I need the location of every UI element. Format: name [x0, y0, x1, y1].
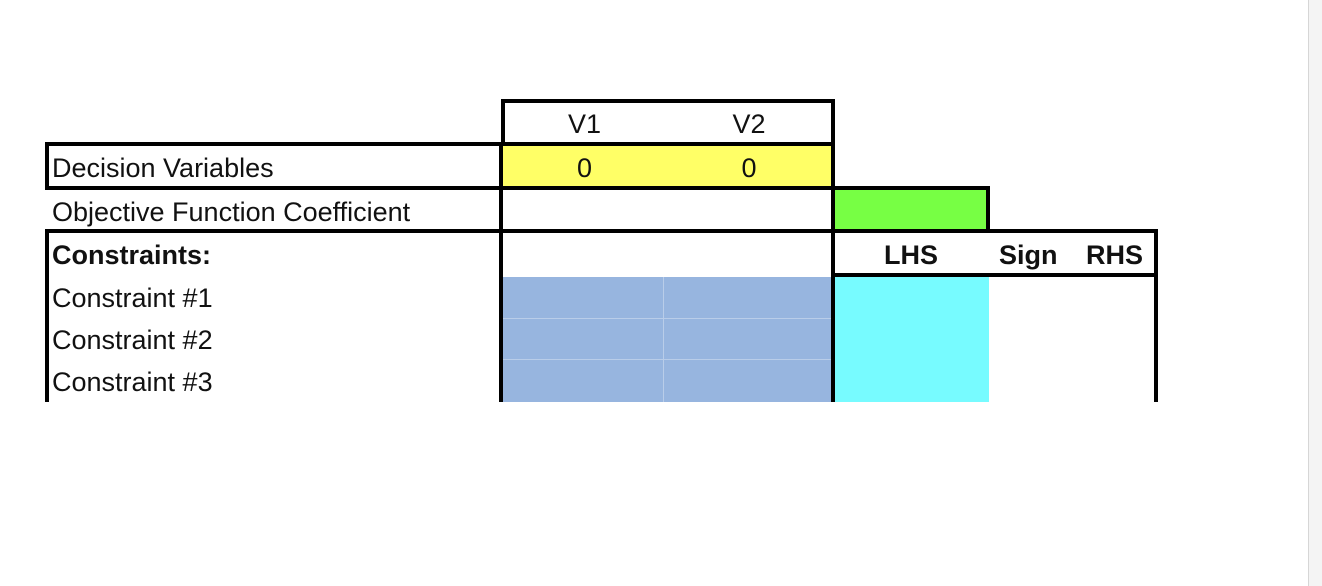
border [45, 142, 49, 190]
border [831, 99, 835, 146]
constraint-3-label[interactable]: Constraint #3 [52, 366, 213, 397]
objective-function-label[interactable]: Objective Function Coefficient [52, 196, 411, 227]
column-header-v1[interactable]: V1 [567, 108, 602, 139]
objective-value-fill [835, 189, 987, 229]
decision-value-v1[interactable]: 0 [576, 152, 593, 183]
border [45, 229, 1158, 233]
decision-v2-fill [666, 146, 832, 186]
vertical-scrollbar[interactable] [1308, 0, 1322, 586]
constraint-1-label[interactable]: Constraint #1 [52, 282, 213, 313]
gridline [503, 318, 832, 319]
decision-value-v2[interactable]: 0 [741, 152, 757, 183]
border [45, 229, 49, 402]
border [499, 142, 503, 402]
constraint-coefficients-fill [503, 277, 832, 402]
constraints-header[interactable]: Constraints: [52, 239, 212, 270]
constraint-2-label[interactable]: Constraint #2 [52, 324, 213, 355]
decision-variables-label[interactable]: Decision Variables [52, 152, 274, 183]
objective-value-cell[interactable] [835, 189, 987, 229]
decision-v1-fill [503, 146, 666, 186]
border [45, 142, 835, 146]
column-header-sign[interactable]: Sign [999, 239, 1058, 270]
column-header-v2[interactable]: V2 [732, 108, 766, 139]
border [831, 142, 835, 402]
gridline [663, 277, 664, 402]
gridline [503, 359, 832, 360]
border [45, 186, 990, 190]
objective-coef-v2[interactable] [666, 189, 832, 229]
lhs-values-fill [835, 277, 989, 402]
border [986, 186, 990, 231]
border [831, 273, 1158, 277]
column-header-lhs[interactable]: LHS [884, 239, 938, 270]
column-header-rhs[interactable]: RHS [1086, 239, 1144, 270]
border [1154, 229, 1158, 402]
border [501, 99, 835, 103]
objective-coef-v1[interactable] [503, 189, 666, 229]
border [501, 99, 505, 146]
